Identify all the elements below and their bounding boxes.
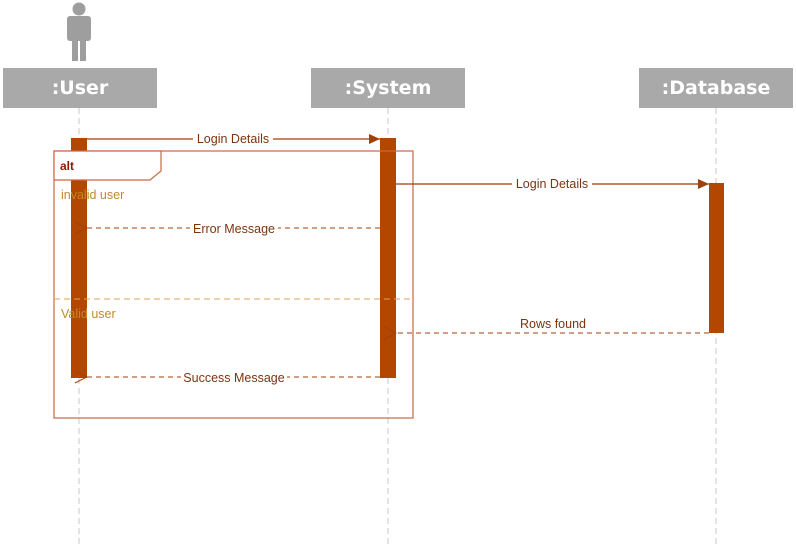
message-login-details-to-system: Login Details (87, 131, 380, 146)
message-success-message: Success Message (87, 369, 380, 385)
activation-system (380, 138, 396, 378)
guard-invalid-user: invalid user (61, 188, 124, 202)
message-label: Login Details (197, 132, 269, 146)
message-login-details-to-database: Login Details (396, 176, 709, 191)
activation-user (71, 138, 87, 378)
message-rows-found: Rows found (396, 317, 709, 333)
message-label: Error Message (193, 222, 275, 236)
alt-fragment: alt (53, 150, 414, 419)
participant-database[interactable]: :Database (639, 68, 793, 108)
guard-valid-user: Valid user (61, 307, 116, 321)
participant-database-label: :Database (662, 77, 771, 99)
message-label: Rows found (520, 317, 586, 331)
participant-system[interactable]: :System (311, 68, 465, 108)
message-label: Success Message (183, 371, 284, 385)
alt-operator-label: alt (60, 159, 74, 173)
participant-user-label: :User (52, 77, 109, 99)
participant-system-label: :System (345, 77, 432, 99)
message-error-message: Error Message (87, 220, 380, 236)
activation-database (709, 183, 724, 333)
actor-user-icon (67, 2, 91, 61)
message-label: Login Details (516, 177, 588, 191)
participant-user[interactable]: :User (3, 68, 157, 108)
